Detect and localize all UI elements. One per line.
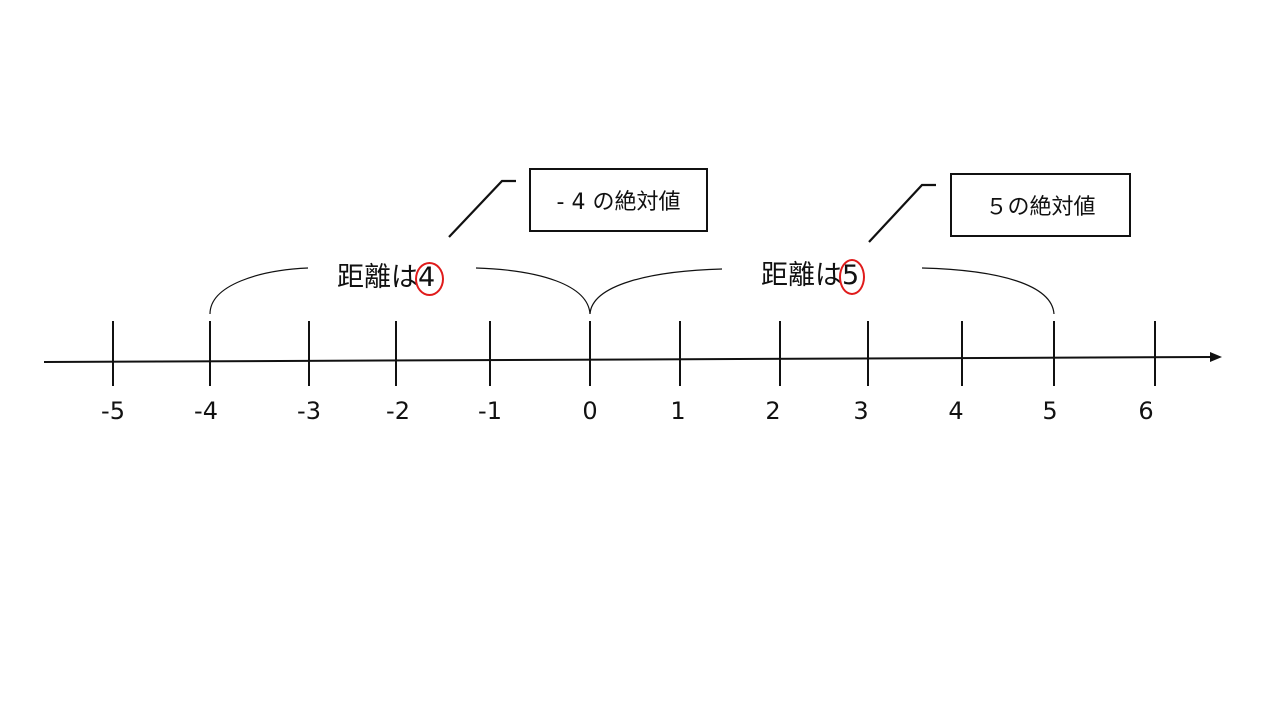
axis-arrow-icon — [1210, 352, 1222, 362]
callout-label: ５の絶対値 — [985, 195, 1096, 220]
distance-prefix: 距離は — [761, 260, 842, 291]
distance-label-left: 距離は4 — [337, 255, 444, 296]
brace-right — [589, 267, 1055, 315]
distance-value-highlighted: 5 — [839, 259, 865, 295]
callout-leader-right — [868, 183, 936, 243]
tick-label: -1 — [478, 397, 502, 425]
callout-label: - 4 の絶対値 — [556, 190, 681, 215]
distance-value-highlighted: 4 — [415, 262, 444, 296]
number-line-axis — [43, 356, 1215, 363]
tick-marks — [112, 321, 1156, 386]
tick-label: 6 — [1138, 397, 1154, 425]
tick-label: 5 — [1042, 397, 1058, 425]
tick-label: -2 — [386, 397, 410, 425]
callout-box-left: - 4 の絶対値 — [529, 168, 708, 232]
brace-left — [209, 267, 591, 315]
tick-label: 0 — [582, 397, 598, 425]
distance-label-right: 距離は5 — [761, 253, 865, 295]
callout-box-right: ５の絶対値 — [950, 173, 1131, 237]
tick-label: 4 — [948, 397, 964, 425]
tick-label: 1 — [670, 397, 686, 425]
distance-prefix: 距離は — [337, 262, 418, 293]
callout-leader-left — [448, 179, 516, 238]
tick-label: -4 — [194, 397, 218, 425]
tick-label: 3 — [853, 397, 869, 425]
tick-label: -5 — [101, 397, 125, 425]
tick-label: 2 — [765, 397, 781, 425]
tick-label: -3 — [297, 397, 321, 425]
highlight-circle — [839, 259, 865, 295]
highlight-circle — [415, 262, 444, 296]
